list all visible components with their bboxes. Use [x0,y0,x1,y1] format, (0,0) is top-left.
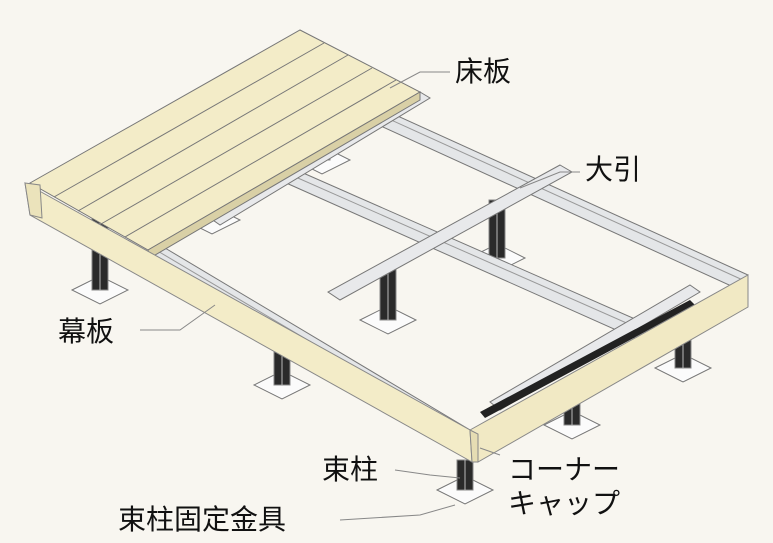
label-fascia: 幕板 [58,315,115,348]
label-post: 束柱 [322,453,379,486]
leader-lines [140,71,580,521]
label-post-bracket: 束柱固定金具 [118,503,287,536]
label-floorboard: 床板 [455,55,512,88]
label-joist: 大引 [585,153,642,186]
floorboards [28,29,422,259]
label-corner-cap-1: コーナー [508,453,621,486]
label-corner-cap-2: キャップ [508,487,621,520]
rail-shadow [480,300,695,418]
fascia-boards [24,182,749,463]
